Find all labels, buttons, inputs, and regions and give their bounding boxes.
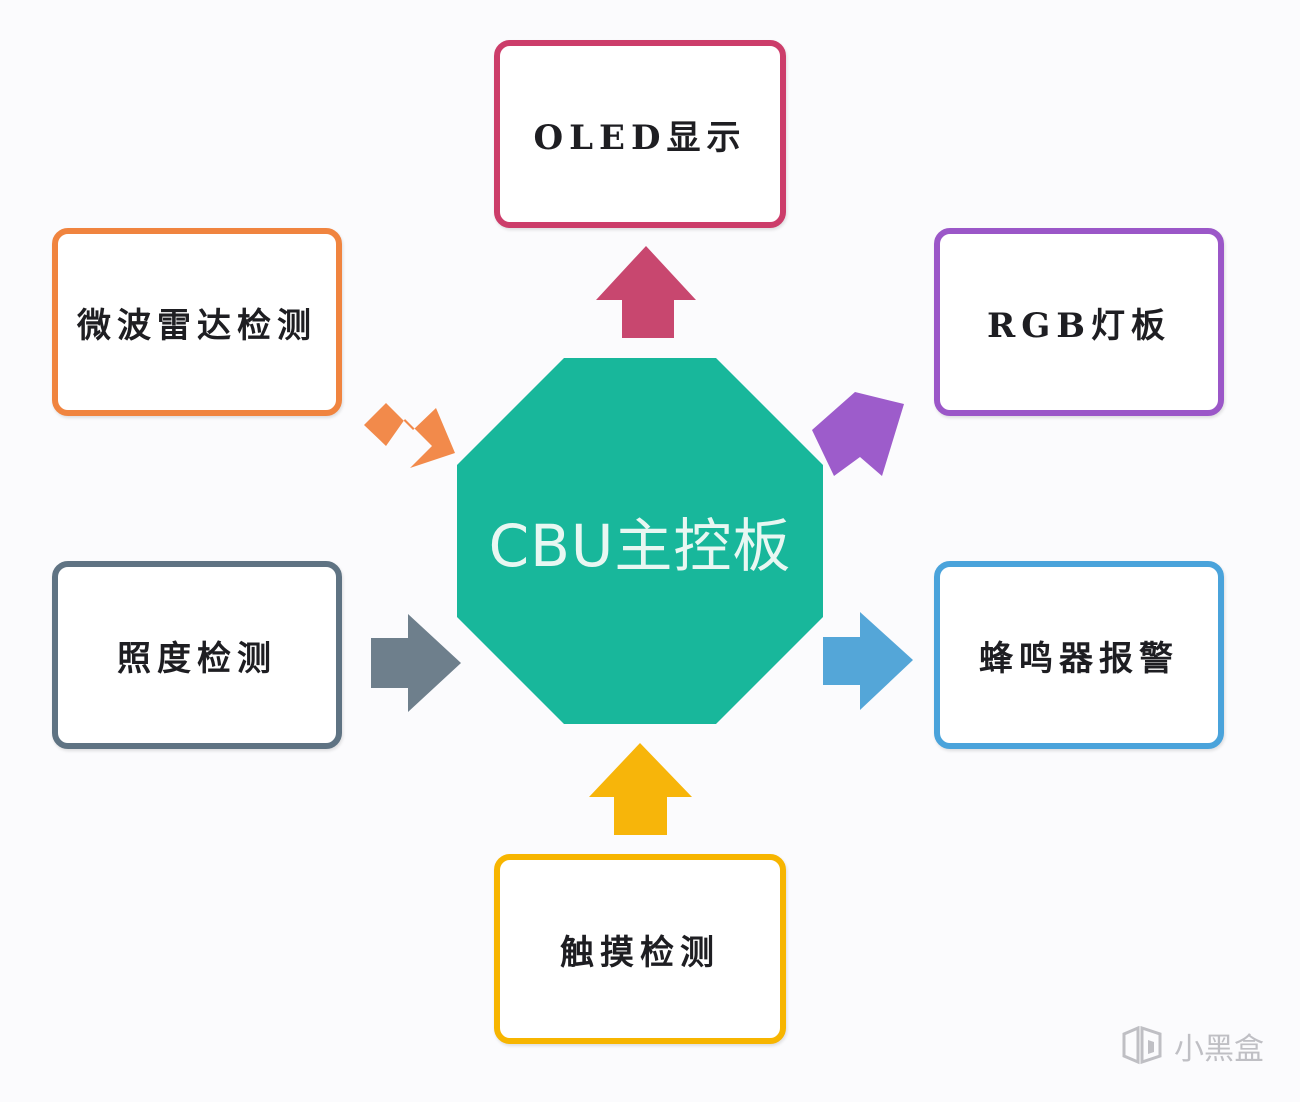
node-illuminance: 照度检测 xyxy=(52,561,342,749)
node-touch-detect: 触摸检测 xyxy=(494,854,786,1044)
node-label: RGB灯板 xyxy=(986,305,1172,346)
center-node: CBU主控板 xyxy=(457,358,823,724)
node-label: 蜂鸣器报警 xyxy=(979,638,1179,679)
arrow-from-touch xyxy=(589,743,692,835)
node-label: OLED显示 xyxy=(533,117,747,158)
watermark: 小黑盒 xyxy=(1120,1024,1264,1068)
node-rgb-light-board: RGB灯板 xyxy=(934,228,1224,416)
arrow-from-radar xyxy=(364,403,455,468)
node-buzzer-alarm: 蜂鸣器报警 xyxy=(934,561,1224,749)
octagon-shape xyxy=(457,358,823,724)
arrow-from-light xyxy=(371,614,461,712)
node-label: 微波雷达检测 xyxy=(77,305,317,346)
node-label: 照度检测 xyxy=(117,638,277,679)
arrow-to-oled xyxy=(596,246,696,338)
node-label: 触摸检测 xyxy=(560,932,720,973)
node-oled-display: OLED显示 xyxy=(494,40,786,228)
watermark-text: 小黑盒 xyxy=(1174,1032,1264,1067)
heybox-logo-icon xyxy=(1122,1026,1162,1065)
center-label: CBU主控板 xyxy=(488,512,792,580)
node-microwave-radar: 微波雷达检测 xyxy=(52,228,342,416)
arrow-to-rgb xyxy=(812,392,904,476)
arrow-to-buzzer xyxy=(823,612,913,710)
